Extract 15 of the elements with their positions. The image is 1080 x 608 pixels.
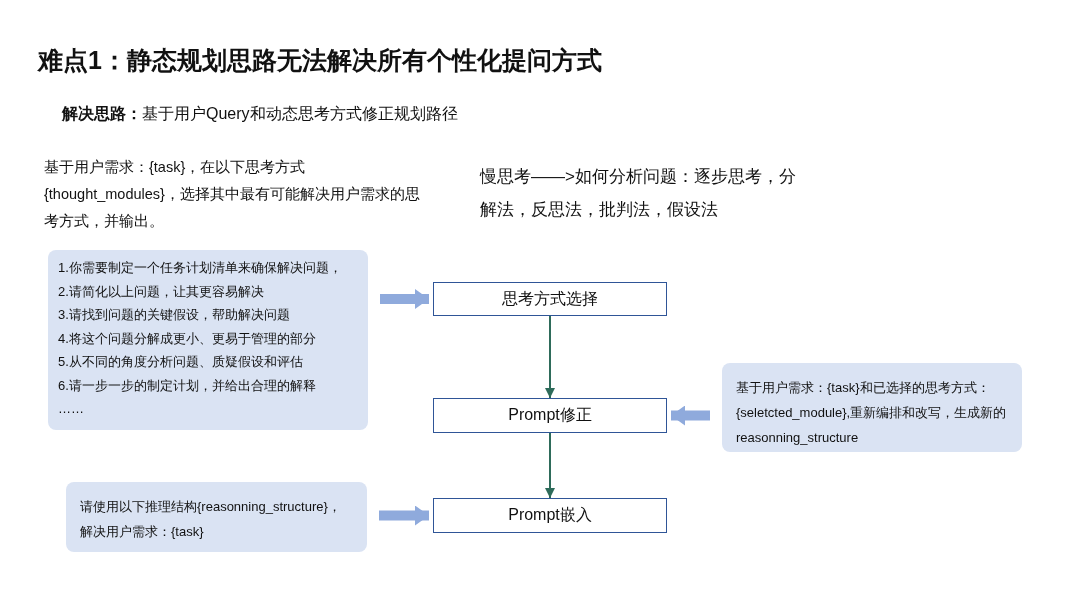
note-text: 基于用户需求：{task}，在以下思考方式{thought_modules}，选择其中最有可能解决用户需求的思考方式，并输出。 [44,158,421,231]
process-box: Prompt嵌入 [433,498,667,533]
title: 难点1：静态规划思路无法解决所有个性化提问方式 [38,45,602,76]
arrow [380,289,429,309]
arrow [379,505,429,526]
note-text: 慢思考——>如何分析问题：逐步思考，分解法，反思法，批判法，假设法 [480,166,797,221]
arrow [545,432,555,499]
text-box: 请使用以下推理结构{reasonning_structure}，解决用户需求：{task} [66,482,367,552]
process-box: Prompt修正 [433,398,667,433]
process-box: 思考方式选择 [433,282,667,316]
text-box: 基于用户需求：{task}和已选择的思考方式：{seletcted_module},重新编排和改写，生成新的reasonning_structure [722,363,1022,452]
arrow [545,315,555,399]
arrow [671,405,710,426]
subtitle: 解决思路：基于用户Query和动态思考方式修正规划路径 [62,104,458,124]
text-box: 1.你需要制定一个任务计划清单来确保解决问题， 2.请简化以上问题，让其更容易解决 3.请找到问题的关键假设，帮助解决问题 4.将这个问题分解成更小、更易于管理的部分 5.从不同的角度分析问题、质疑假设和评估 6.请一步一步的制定计划，并给出合理的解释 …… [48,250,368,430]
